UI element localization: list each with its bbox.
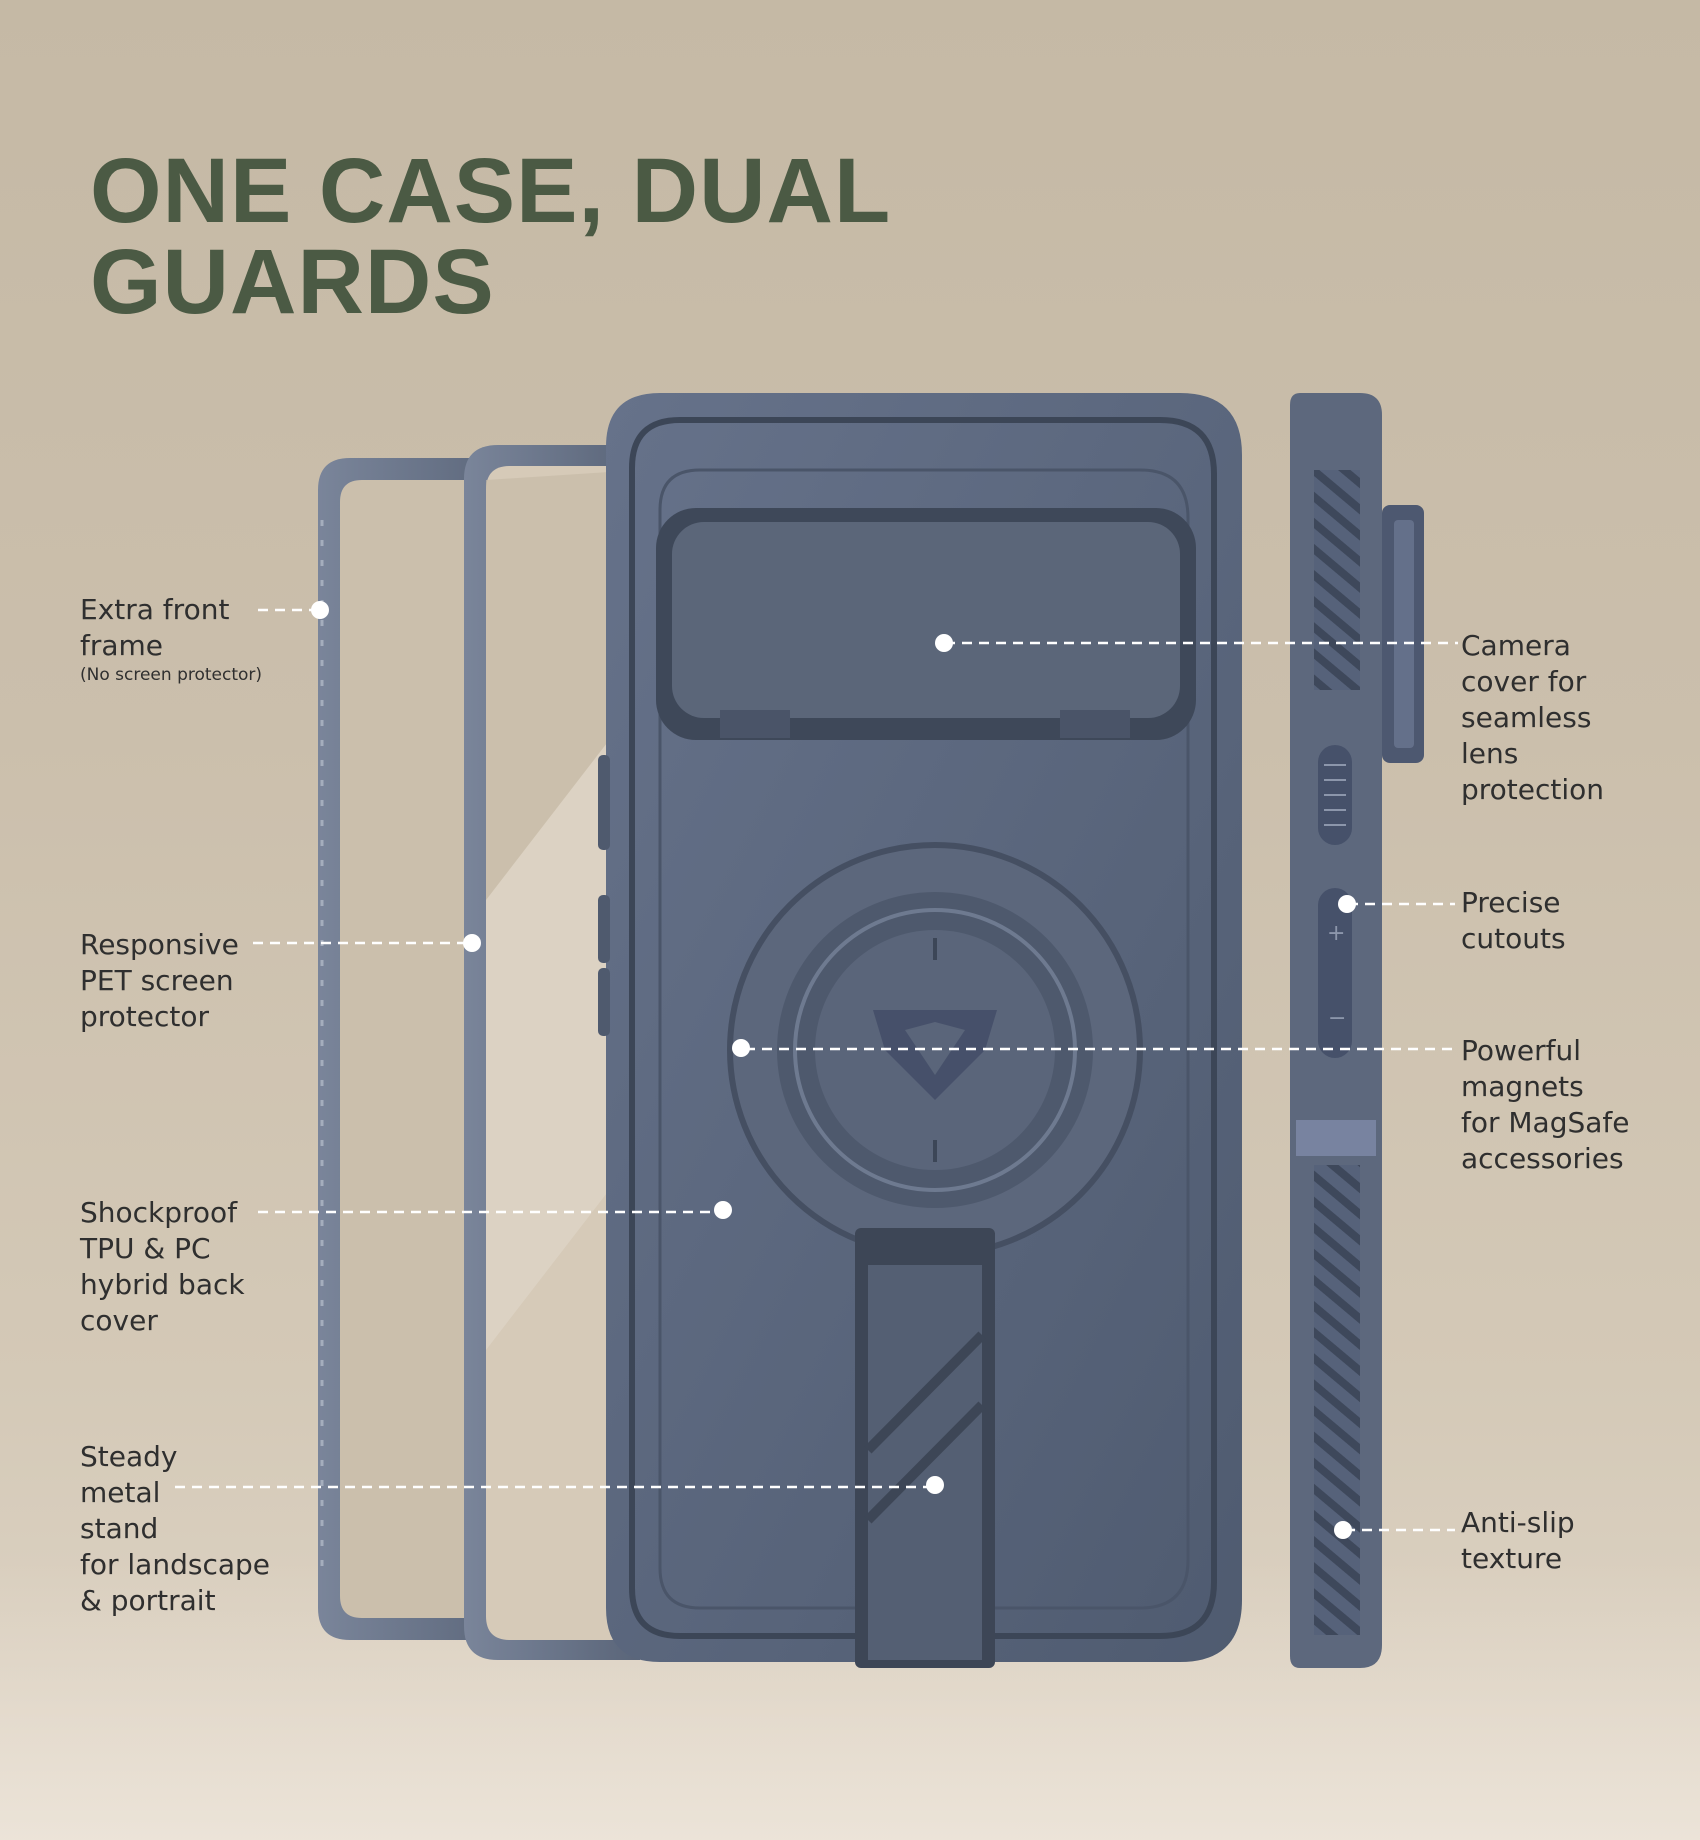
callout-camera-cover: Camera cover for seamless lens protectio…	[1461, 629, 1605, 806]
callout-dots	[311, 601, 1356, 1539]
svg-text:−: −	[1328, 1006, 1346, 1031]
callout-stand: Steady metal stand for landscape & portr…	[80, 1440, 270, 1617]
callout-screen-protector: Responsive PET screen protector	[80, 928, 239, 1033]
metal-stand	[855, 1228, 995, 1668]
title-line-1: ONE CASE, DUAL	[90, 140, 892, 242]
callout-leaders	[175, 608, 1458, 1532]
camera-cover	[656, 508, 1196, 740]
callout-anti-slip: Anti-slip texture	[1461, 1506, 1575, 1575]
callout-front-frame-note: (No screen protector)	[80, 665, 263, 685]
callout-magnets: Powerful magnets for MagSafe accessories	[1461, 1034, 1630, 1175]
title-line-2: GUARDS	[90, 231, 495, 333]
callout-front-frame: Extra front frame (No screen protector)	[80, 593, 263, 685]
page-title: ONE CASE, DUAL GUARDS	[90, 140, 892, 333]
callout-cutouts: Precise cutouts	[1461, 886, 1566, 955]
case-side-view: + −	[1290, 393, 1424, 1668]
svg-text:+: +	[1327, 921, 1345, 946]
callout-back-cover: Shockproof TPU & PC hybrid back cover	[80, 1196, 245, 1337]
